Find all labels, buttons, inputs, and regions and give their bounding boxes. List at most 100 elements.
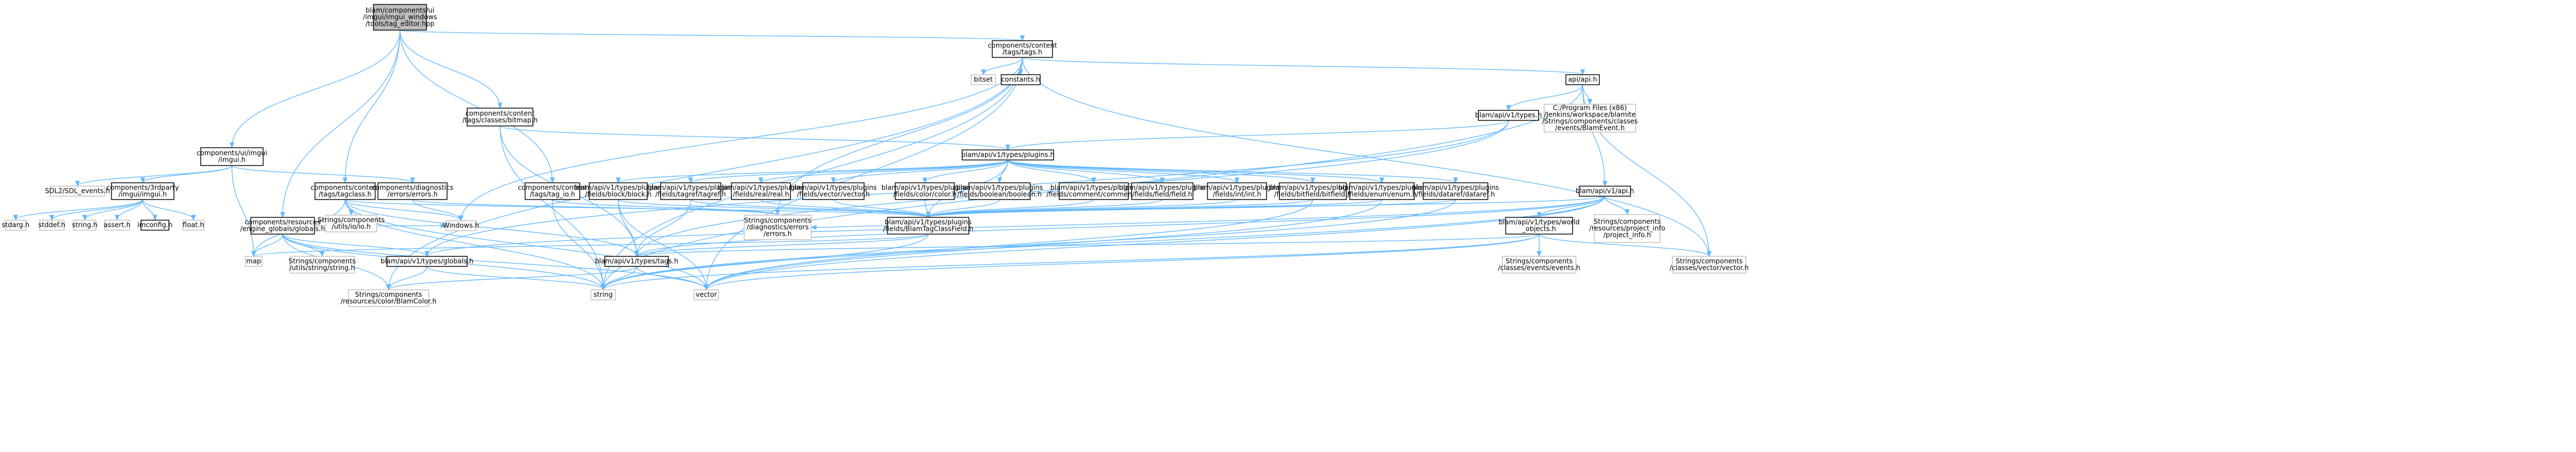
edges-layer (16, 30, 1709, 290)
node-box (1579, 186, 1631, 197)
node-res-globals[interactable]: components/resources/engine_globals/glob… (240, 217, 325, 235)
edge-f-bitfield-to-tagclassfield (928, 199, 1313, 217)
node-float-h[interactable]: float.h (182, 220, 205, 231)
node-box (467, 108, 533, 127)
node-projectinfo[interactable]: Strings/components/resources/project_inf… (1589, 214, 1665, 243)
node-imconfig[interactable]: imconfig.h (137, 220, 173, 231)
edge-f-dataref-to-string-std (603, 199, 1456, 290)
edge-api-v1-api-to-vector-std (706, 196, 1605, 290)
node-label-line: blam/api/v1/types/plugins (717, 184, 804, 192)
node-globals-h[interactable]: blam/api/v1/types/globals.h (381, 256, 474, 267)
node-label-line: float.h (183, 221, 204, 229)
node-imgui-3rd[interactable]: components/3rdparty/imgui/imgui.h (106, 182, 179, 200)
node-types-h[interactable]: blam/api/v1/types.h (1475, 110, 1542, 121)
node-blamcolor[interactable]: Strings/components/resources/color/BlamC… (341, 289, 436, 307)
node-label-line: blam/api/v1/types/plugins (1194, 184, 1280, 192)
node-label-line: components/3rdparty (106, 184, 179, 192)
edge-imgui-3rd-to-stdarg (16, 199, 143, 220)
edge-world-objects-to-vectorvector (1539, 234, 1709, 256)
node-f-tagref[interactable]: blam/api/v1/types/plugins/fields/tagref/… (647, 182, 734, 200)
node-string-h[interactable]: string.h (72, 220, 98, 231)
node-map-h[interactable]: map (245, 256, 263, 267)
node-events-h[interactable]: Strings/components/classes/events/events… (1498, 256, 1580, 274)
node-types-tags[interactable]: blam/api/v1/types/tags.h (595, 256, 678, 267)
node-box (968, 182, 1031, 200)
node-diag-errors2[interactable]: Strings/components/diagnostics/errors/er… (744, 215, 812, 240)
node-f-int[interactable]: blam/api/v1/types/plugins/fields/int/int… (1194, 182, 1280, 200)
node-api-v1-api[interactable]: blam/api/v1/api.h (1576, 186, 1634, 197)
node-box (140, 220, 169, 231)
node-utils-io[interactable]: Strings/components/utils/io/io.h (318, 215, 385, 232)
node-tag-io[interactable]: components/content/tags/tag_io.h (518, 182, 587, 200)
node-root[interactable]: blam/components/ui/imgui/imgui_windows/t… (363, 4, 437, 31)
node-constants-h[interactable]: constants.h (1001, 74, 1041, 85)
edge-plugins-h-to-f-block (618, 159, 1008, 183)
node-label-line: blam/api/v1/types/plugins (575, 184, 662, 192)
node-f-dataref[interactable]: blam/api/v1/types/plugins/fields/dataref… (1412, 182, 1499, 200)
edge-tags-h-to-string-std (603, 57, 1023, 290)
node-assert-h[interactable]: assert.h (104, 220, 130, 231)
node-label-line: assert.h (104, 221, 130, 229)
node-bitset[interactable]: bitset (971, 74, 996, 85)
node-box (1502, 256, 1576, 274)
edge-api-h-to-api-v1-api (1582, 84, 1605, 186)
node-tagclassfield[interactable]: blam/api/v1/types/plugins/fields/BlamTag… (883, 217, 973, 235)
node-label-line: /classes/events/events.h (1498, 264, 1580, 272)
node-label-line: /fields/color/color.h (893, 191, 957, 198)
node-label-line: blam/api/v1/types/tags.h (595, 257, 678, 265)
edge-plugins-h-to-f-tagref (691, 159, 1008, 183)
node-label-line: blam/api/v1/types/globals.h (381, 257, 474, 265)
node-bitmap-h[interactable]: components/content/tags/classes/bitmap.h (462, 108, 538, 127)
node-f-enum[interactable]: blam/api/v1/types/plugins/fields/enum/en… (1338, 182, 1425, 200)
node-diag-errors[interactable]: components/diagnostics/errors/errors.h (372, 182, 453, 200)
edge-imgui-3rd-to-imconfig (142, 199, 155, 220)
edge-types-h-to-plugins-h (1008, 120, 1509, 150)
node-box (1279, 182, 1347, 200)
node-tagclass[interactable]: components/content/tags/tagclass.h (311, 182, 380, 200)
node-f-comment[interactable]: blam/api/v1/types/plugins/fields/comment… (1046, 182, 1141, 200)
node-string-std[interactable]: string (590, 289, 616, 300)
edge-imgui-3rd-to-assert-h (117, 199, 143, 220)
edge-plugins-h-to-f-field (1007, 159, 1162, 183)
node-f-color[interactable]: blam/api/v1/types/plugins/fields/color/c… (881, 182, 968, 200)
edge-tags-h-to-diag-errors2 (778, 57, 1023, 215)
node-label-line: api/api.h (1568, 76, 1597, 84)
node-stddef[interactable]: stddef.h (38, 220, 65, 231)
edge-tag-io-to-diag-errors2 (552, 199, 778, 215)
node-label-line: /classes/vector/vector.h (1670, 264, 1749, 272)
node-f-bitfield[interactable]: blam/api/v1/types/plugins/fields/bitfiel… (1269, 182, 1356, 200)
node-f-real[interactable]: blam/api/v1/types/plugins/fields/real/re… (717, 182, 804, 200)
node-vectorvector[interactable]: Strings/components/classes/vector/vector… (1670, 256, 1749, 274)
node-sdl-events[interactable]: SDL2/SDL_events.h (45, 186, 110, 197)
edge-f-enum-to-vector-std (706, 199, 1382, 290)
node-vector-std[interactable]: vector (693, 289, 719, 300)
node-windows-h[interactable]: Windows.h (443, 220, 479, 231)
node-box (731, 182, 791, 200)
node-f-vector[interactable]: blam/api/v1/types/plugins/fields/vector/… (790, 182, 877, 200)
node-plugins-h[interactable]: blam/api/v1/types/plugins.h (961, 149, 1055, 161)
edge-tagclassfield-to-map-h (254, 234, 929, 256)
node-tags-h[interactable]: components/content/tags/tags.h (988, 40, 1057, 58)
node-box (744, 215, 812, 240)
node-label-line: blam/api/v1/types/plugins (790, 184, 877, 192)
edge-tag-io-to-string-std (552, 199, 603, 290)
edge-tags-h-to-bitset (983, 57, 1023, 75)
node-f-boolean[interactable]: blam/api/v1/types/plugins/fields/boolean… (956, 182, 1043, 200)
node-stdarg[interactable]: stdarg.h (2, 220, 30, 231)
node-f-field[interactable]: blam/api/v1/types/plugins/fields/field/f… (1119, 182, 1206, 200)
edge-root-to-imgui-h (232, 30, 401, 148)
edge-tags-h-to-blamcolor (389, 57, 1023, 290)
node-box (73, 220, 96, 231)
node-utils-string[interactable]: Strings/components/utils/string/string.h (289, 256, 356, 274)
node-blamevent-h[interactable]: C:/Program Files (x86)/Jenkins/workspace… (1542, 104, 1638, 133)
node-f-block[interactable]: blam/api/v1/types/plugins/fields/block/b… (575, 182, 662, 200)
node-box (4, 220, 27, 231)
node-imgui-h[interactable]: components/ui/imgui/imgui.h (197, 147, 268, 166)
edge-imgui-3rd-to-float-h (142, 199, 193, 220)
node-label-line: constants.h (1001, 76, 1040, 84)
node-label-line: Strings/components (355, 291, 422, 299)
node-label-line: /fields/dataref/dataref.h (1416, 191, 1495, 198)
node-label-line: blam/api/v1/types/plugins (1119, 184, 1206, 192)
node-world-objects[interactable]: blam/api/v1/types/world_objects.h (1498, 217, 1580, 235)
node-api-h[interactable]: api/api.h (1565, 74, 1600, 85)
